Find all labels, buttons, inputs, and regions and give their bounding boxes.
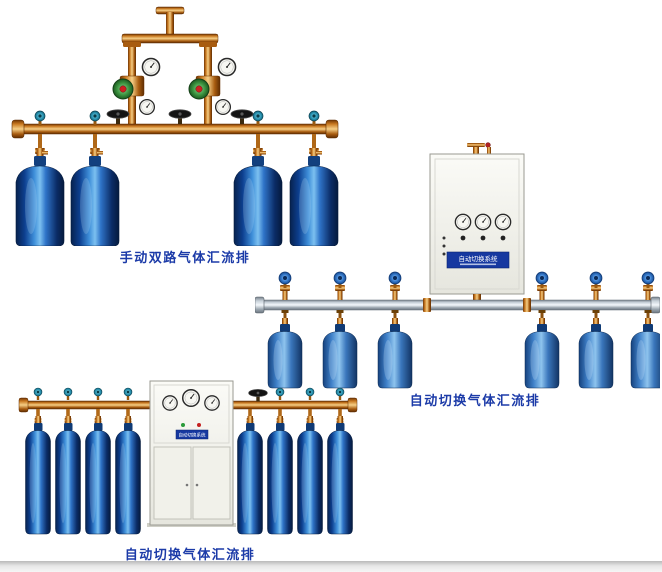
cabinet-label-plate <box>175 429 209 440</box>
gas-cylinder <box>377 317 413 389</box>
shutoff-handwheel-icon <box>230 109 254 125</box>
gas-cylinder <box>15 147 65 246</box>
pressure-gauge <box>214 98 232 116</box>
gas-cylinder <box>630 317 660 389</box>
regulator-valve-wheel <box>112 78 134 100</box>
shutoff-handwheel-icon <box>106 109 130 125</box>
pressure-gauge <box>454 213 472 231</box>
gas-cylinder <box>70 147 120 246</box>
product-image-manual-dual-manifold <box>11 6 339 246</box>
gas-cylinder <box>524 317 560 389</box>
manifold-pipe-aluminum <box>255 296 660 314</box>
pigtail-hoses <box>281 310 652 319</box>
indicator-light-green <box>181 423 185 427</box>
pressure-gauge <box>204 395 220 411</box>
regulator-station-left <box>112 57 161 116</box>
control-cabinet: 自动切换系统 <box>429 142 525 300</box>
pressure-gauge <box>138 98 156 116</box>
pressure-gauge <box>494 213 512 231</box>
bottom-divider <box>0 561 662 572</box>
valve-knob <box>485 142 491 148</box>
caption-manual-dual-manifold: 手动双路气体汇流排 <box>119 250 251 265</box>
gas-cylinders-right <box>237 415 353 535</box>
manifold-pipe-brass <box>18 397 358 413</box>
gas-cylinders-left <box>25 415 141 535</box>
caption-auto-switch-floor: 自动切换气体汇流排 <box>124 547 256 562</box>
pressure-gauge <box>474 213 492 231</box>
regulator-station-right <box>188 57 237 116</box>
regulator-valve-wheel <box>188 78 210 100</box>
caption-auto-switch-wall: 自动切换气体汇流排 <box>409 393 541 408</box>
gas-cylinder <box>578 317 614 389</box>
header-pipe-assembly <box>121 6 219 124</box>
shutoff-handwheel-icon <box>248 389 268 402</box>
pressure-gauge <box>141 57 161 77</box>
manifold-pipe-brass <box>11 119 339 139</box>
pressure-gauge <box>181 388 201 408</box>
indicator-light-red <box>197 423 201 427</box>
cabinet-label-text: 自动切换系统 <box>459 254 499 263</box>
cabinet-door-left <box>153 446 192 520</box>
control-cabinet: 自动切换系统 <box>147 380 236 527</box>
pressure-gauge <box>217 57 237 77</box>
shutoff-handwheel-icon <box>168 109 192 125</box>
product-image-auto-switch-wall: 自动切换系统 <box>255 142 660 389</box>
pressure-gauge <box>162 395 178 411</box>
product-image-auto-switch-floor: 自动切换系统 <box>18 380 358 535</box>
cabinet-door-right <box>192 446 231 520</box>
cabinet-label-text: 自动切换系统 <box>179 432 206 439</box>
